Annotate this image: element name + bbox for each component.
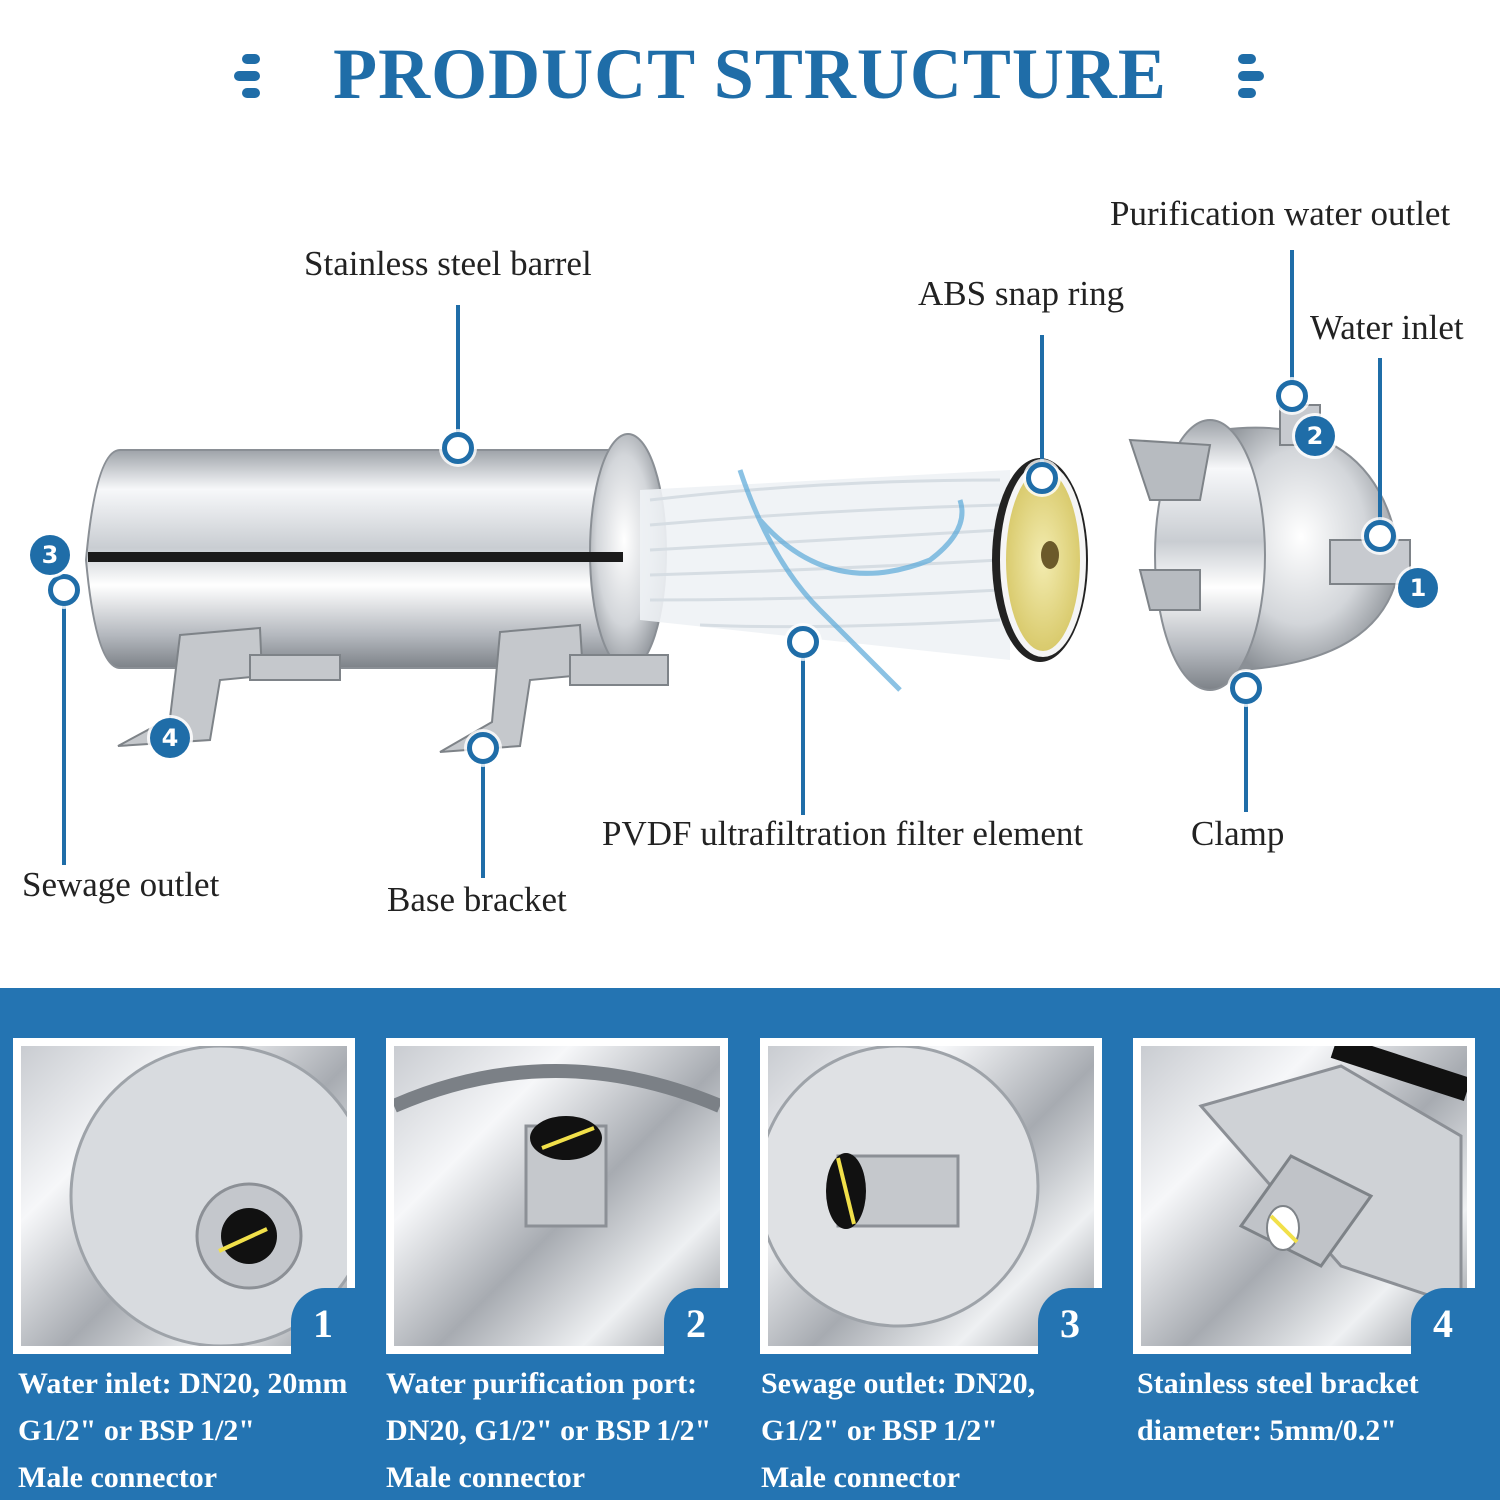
detail-photo-water-inlet [21,1046,347,1346]
callout-dot-clamp [1230,672,1262,704]
callout-dot-sewage-outlet [48,574,80,606]
label-clamp: Clamp [1191,814,1285,853]
detail-desc-4: Stainless steel bracket diameter: 5mm/0.… [1137,1360,1419,1454]
end-cap-assembly [1128,404,1411,691]
detail-number-3: 3 [1038,1288,1102,1354]
callout-dot-purification-outlet [1276,380,1308,412]
detail-desc-3-line-3: Male connector [761,1461,961,1494]
detail-photo-purification-port [394,1046,720,1346]
detail-photo-bracket [1141,1046,1467,1346]
detail-card-1: 1 [13,1038,355,1354]
detail-number-4: 4 [1411,1288,1475,1354]
detail-number-1: 1 [291,1288,355,1354]
callout-dot-barrel [442,432,474,464]
detail-desc-4-line-2: diameter: 5mm/0.2" [1137,1414,1397,1447]
detail-desc-1-line-1: Water inlet: DN20, 20mm [18,1367,348,1400]
label-water-inlet: Water inlet [1310,308,1464,347]
detail-desc-1-line-2: G1/2" or BSP 1/2" [18,1414,255,1447]
detail-number-2: 2 [664,1288,728,1354]
detail-desc-1: Water inlet: DN20, 20mm G1/2" or BSP 1/2… [18,1360,347,1501]
label-sewage-outlet: Sewage outlet [22,865,220,904]
detail-desc-2: Water purification port: DN20, G1/2" or … [386,1360,711,1501]
callout-dot-water-inlet [1364,520,1396,552]
detail-desc-2-line-3: Male connector [386,1461,586,1494]
callout-line-clamp [1244,700,1248,812]
label-barrel: Stainless steel barrel [304,244,592,283]
callout-line-base-bracket [481,760,485,878]
callout-line-barrel [456,305,460,445]
label-base-bracket: Base bracket [387,880,567,919]
detail-desc-3-line-2: G1/2" or BSP 1/2" [761,1414,998,1447]
detail-card-2: 2 [386,1038,728,1354]
title-bar: PRODUCT STRUCTURE [0,30,1500,120]
marker-3: 3 [30,535,70,575]
callout-line-abs-ring [1040,335,1044,465]
callout-dot-abs-ring [1026,462,1058,494]
callout-line-sewage-outlet [62,600,66,865]
detail-desc-2-line-2: DN20, G1/2" or BSP 1/2" [386,1414,712,1447]
callout-line-purification-outlet [1290,250,1294,385]
abs-snap-ring [992,458,1088,662]
callout-line-water-inlet [1378,358,1382,523]
callout-dot-pvdf [787,626,819,658]
title-decoration-left-icon [234,48,266,104]
label-purification-outlet: Purification water outlet [1110,194,1451,233]
callout-line-pvdf [801,655,805,815]
detail-desc-3: Sewage outlet: DN20, G1/2" or BSP 1/2" M… [761,1360,1035,1501]
marker-1: 1 [1398,568,1438,608]
detail-desc-2-line-1: Water purification port: [386,1367,698,1400]
detail-desc-4-line-1: Stainless steel bracket [1137,1367,1419,1400]
detail-desc-3-line-1: Sewage outlet: DN20, [761,1367,1036,1400]
marker-2: 2 [1295,416,1335,456]
label-pvdf: PVDF ultrafiltration filter element [602,814,1084,853]
callout-dot-base-bracket [467,732,499,764]
detail-card-4: 4 [1133,1038,1475,1354]
detail-photo-sewage-outlet [768,1046,1094,1346]
detail-desc-1-line-3: Male connector [18,1461,218,1494]
marker-4: 4 [150,718,190,758]
title-decoration-right-icon [1238,48,1270,104]
pvdf-filter-element [640,469,1010,692]
label-abs-ring: ABS snap ring [918,274,1125,313]
detail-card-3: 3 [760,1038,1102,1354]
page-title: PRODUCT STRUCTURE [333,34,1167,114]
